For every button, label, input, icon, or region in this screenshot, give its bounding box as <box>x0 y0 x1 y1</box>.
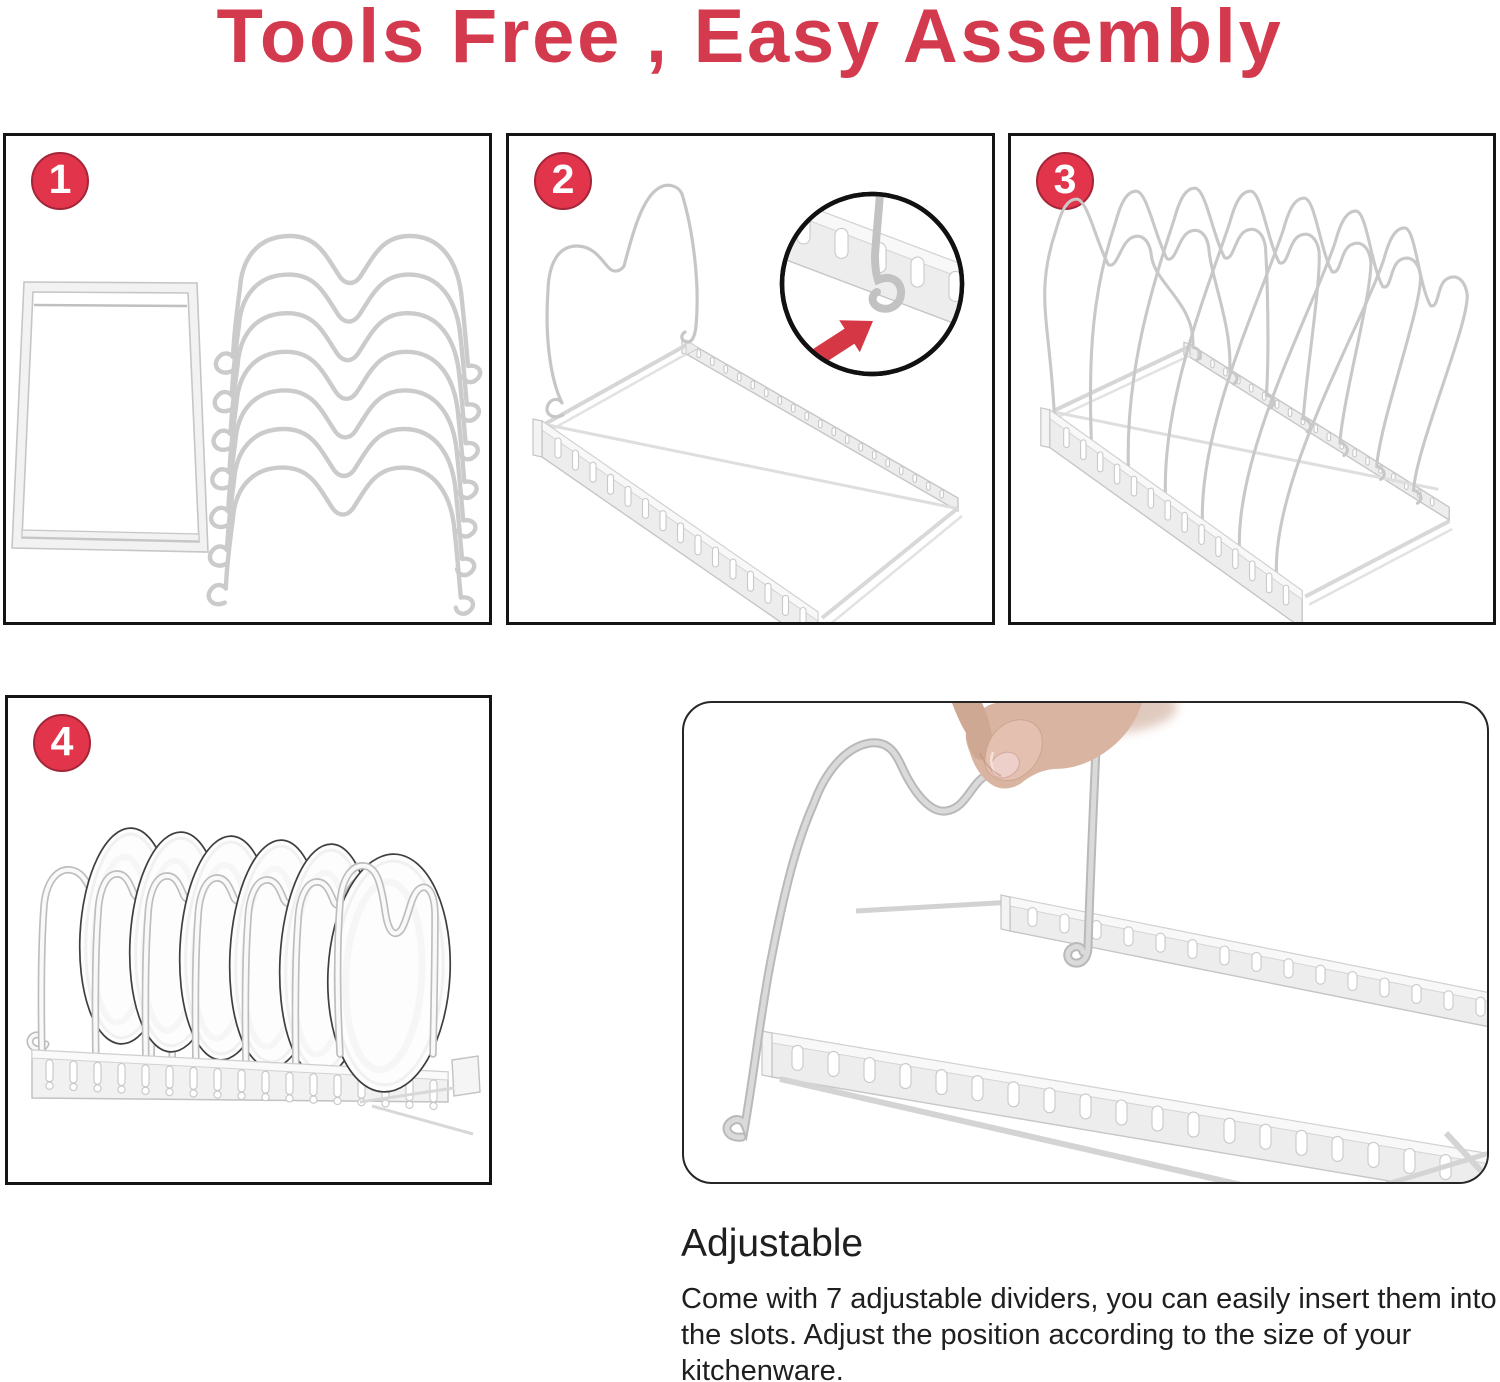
adjustable-photo <box>682 701 1489 1184</box>
hand <box>952 703 1177 789</box>
step-2-illustration <box>532 183 965 622</box>
step-panel-4: 4 <box>5 695 492 1185</box>
step-3-illustration <box>1040 186 1469 622</box>
page-title: Tools Free , Easy Assembly <box>216 0 1284 79</box>
step-panel-2: 2 <box>506 133 995 625</box>
magnifier-circle-icon <box>779 191 965 377</box>
step-1-illustration <box>11 136 489 622</box>
step-panel-1: 1 <box>3 133 492 625</box>
step-panel-3: 3 <box>1008 133 1496 625</box>
adjustable-body: Come with 7 adjustable dividers, you can… <box>681 1283 1497 1382</box>
step-4-illustration <box>26 827 481 1136</box>
step-3-badge: 3 <box>1036 152 1094 210</box>
adjustable-heading: Adjustable <box>681 1222 864 1265</box>
step-4-badge: 4 <box>33 714 91 772</box>
step-1-badge: 1 <box>31 152 89 210</box>
held-divider <box>722 738 1003 1142</box>
adjustable-photo-illustration <box>722 703 1487 1182</box>
step-2-badge: 2 <box>534 152 592 210</box>
